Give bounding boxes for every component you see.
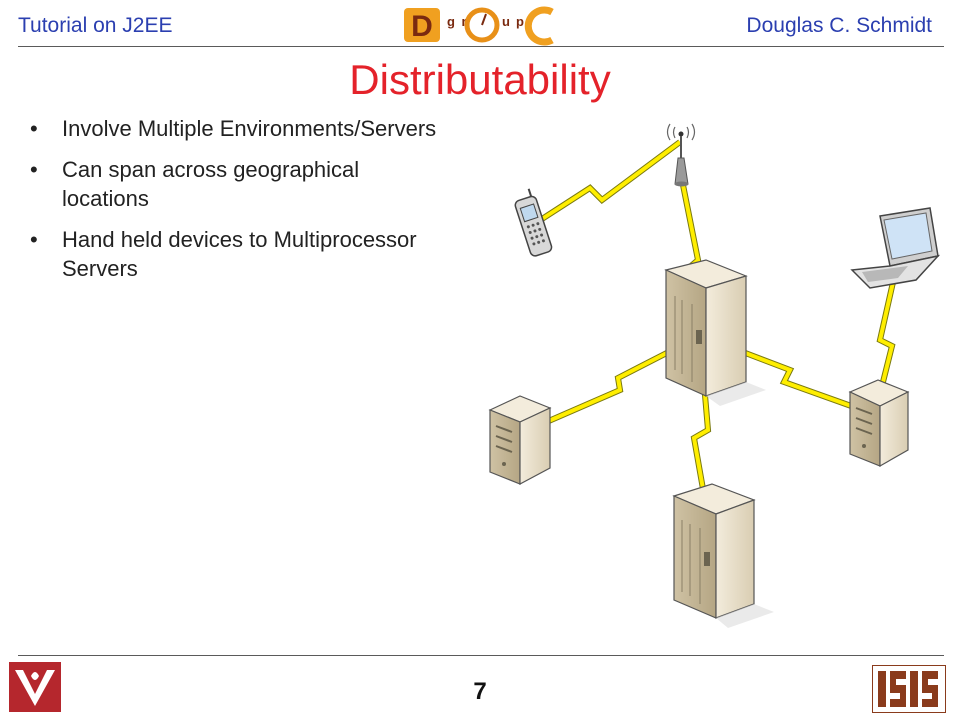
vanderbilt-logo — [9, 662, 61, 712]
bullet-item: • Involve Multiple Environments/Servers — [30, 114, 450, 143]
header-divider — [18, 46, 944, 47]
bullet-dot: • — [30, 227, 38, 252]
page-number: 7 — [473, 678, 487, 705]
bullet-item: • Can span across geographical locations — [30, 155, 450, 213]
header-title: Tutorial on J2EE — [18, 14, 173, 37]
isis-logo — [872, 665, 946, 713]
network-diagram — [488, 123, 941, 628]
small-server-icon — [488, 395, 552, 485]
bullet-text: Can span across geographical locations — [62, 157, 360, 211]
svg-text:p: p — [516, 14, 524, 29]
svg-text:D: D — [411, 10, 433, 43]
svg-text:C: C — [543, 35, 544, 37]
bullet-text: Involve Multiple Environments/Servers — [62, 116, 437, 141]
antenna-icon — [666, 123, 696, 187]
slide-title: Distributability — [349, 56, 611, 103]
bullet-list: • Involve Multiple Environments/Servers … — [30, 114, 450, 295]
bullet-item: • Hand held devices to Multiprocessor Se… — [30, 225, 450, 283]
svg-text:g: g — [447, 14, 455, 29]
laptop-icon — [850, 207, 941, 289]
svg-text:u: u — [502, 14, 510, 29]
tower-server-icon — [664, 259, 766, 406]
bullet-dot: • — [30, 157, 38, 182]
svg-text:r: r — [461, 14, 466, 29]
small-server-icon — [848, 379, 910, 468]
header-author: Douglas C. Schmidt — [746, 14, 932, 37]
cell-phone-icon — [514, 188, 553, 257]
bullet-dot: • — [30, 116, 38, 141]
footer-divider — [18, 655, 944, 656]
tower-server-icon — [672, 483, 774, 628]
doc-group-logo: D g r O u p C — [404, 6, 554, 46]
svg-text:O: O — [482, 28, 483, 30]
bullet-text: Hand held devices to Multiprocessor Serv… — [62, 227, 417, 281]
